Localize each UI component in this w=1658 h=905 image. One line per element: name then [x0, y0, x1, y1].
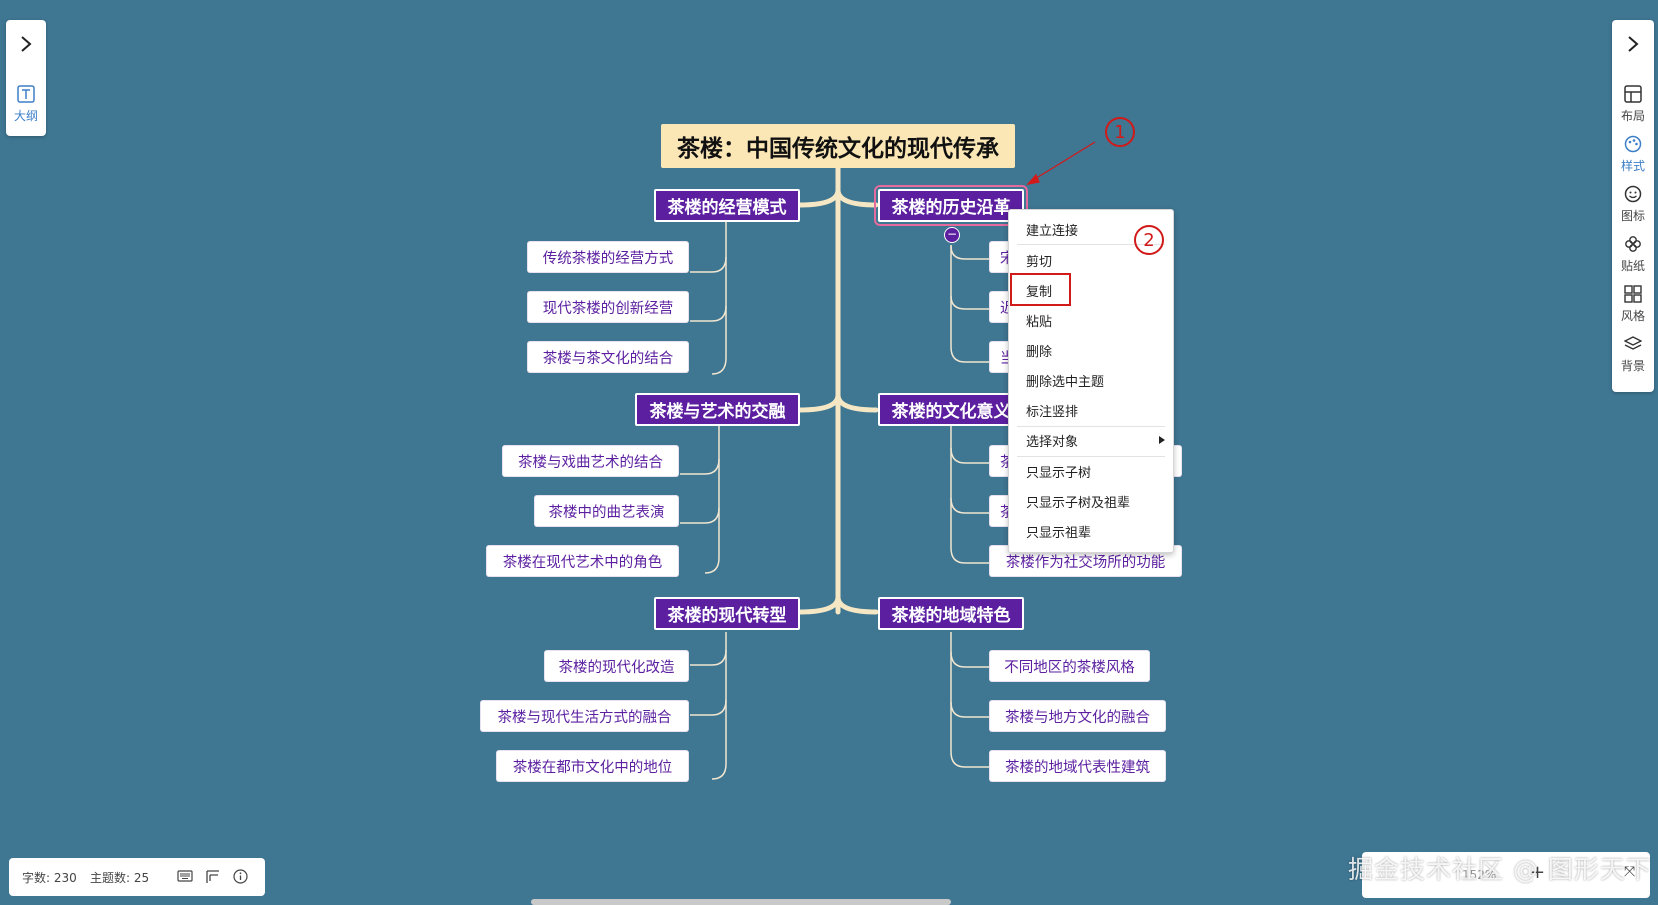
background-tool[interactable]: 背景 [1612, 334, 1654, 374]
menu-item-delete-selected[interactable]: 删除选中主题 [1026, 374, 1105, 390]
menu-item-vertical-label[interactable]: 标注竖排 [1026, 404, 1079, 420]
leaf-topic[interactable]: 传统茶楼的经营方式 [528, 242, 688, 272]
copy-highlight-box [1010, 273, 1071, 306]
grid-icon [1623, 284, 1643, 304]
menu-divider [1017, 456, 1165, 457]
branch-topic-art[interactable]: 茶楼与艺术的交融 [635, 393, 800, 426]
status-bar: 字数: 230 主题数: 25 [9, 858, 265, 896]
leaf-topic[interactable]: 茶楼中的曲艺表演 [535, 496, 678, 526]
horizontal-scrollbar[interactable] [531, 899, 951, 905]
watermark: 掘金技术社区 @ 图形天下 [1348, 855, 1652, 884]
branch-topic-modern[interactable]: 茶楼的现代转型 [654, 597, 800, 630]
branch-topic-regional[interactable]: 茶楼的地域特色 [878, 597, 1024, 630]
leaf-topic[interactable]: 茶楼在现代艺术中的角色 [487, 546, 678, 576]
left-panel: 大纲 [6, 20, 46, 136]
palette-icon [1623, 134, 1643, 154]
root-topic[interactable]: 茶楼：中国传统文化的现代传承 [661, 124, 1015, 168]
leaf-topic[interactable]: 现代茶楼的创新经营 [528, 292, 688, 322]
text-icon [16, 84, 36, 104]
icon-tool[interactable]: 图标 [1612, 184, 1654, 224]
menu-item-show-subtree-ancestors[interactable]: 只显示子树及祖辈 [1026, 495, 1131, 511]
format-icon[interactable] [206, 870, 220, 884]
info-icon[interactable] [233, 869, 248, 884]
layout-tool[interactable]: 布局 [1612, 84, 1654, 124]
word-count: 字数: 230 [22, 871, 77, 885]
menu-item-show-ancestors[interactable]: 只显示祖辈 [1026, 525, 1092, 541]
leaf-topic[interactable]: 茶楼与戏曲艺术的结合 [503, 446, 678, 476]
branch-topic-culture[interactable]: 茶楼的文化意义 [878, 393, 1024, 426]
chevron-right-icon [1628, 36, 1639, 52]
menu-item-cut[interactable]: 剪切 [1026, 254, 1053, 270]
leaf-topic[interactable]: 茶楼与茶文化的结合 [528, 342, 688, 372]
expand-right-panel-button[interactable] [1612, 20, 1654, 68]
layers-icon [1623, 334, 1643, 354]
menu-divider [1017, 244, 1165, 245]
sticker-icon [1623, 234, 1643, 254]
outline-label: 大纲 [13, 109, 38, 123]
leaf-topic[interactable]: 茶楼的地域代表性建筑 [990, 751, 1165, 781]
layout-icon [1623, 84, 1643, 104]
annotation-2: 2 [1134, 225, 1164, 255]
smiley-icon [1623, 184, 1643, 204]
annotation-1: 1 [1105, 117, 1135, 147]
menu-item-select-object[interactable]: 选择对象 [1009, 425, 1173, 455]
chevron-right-icon [21, 36, 32, 52]
leaf-topic[interactable]: 茶楼与现代生活方式的融合 [481, 701, 688, 731]
keyboard-icon[interactable] [177, 870, 193, 882]
fullscreen-icon[interactable]: ⤧ [1624, 864, 1636, 880]
right-panel: 布局 样式 图标 贴纸 风格 背景 [1612, 20, 1654, 392]
topic-count: 主题数: 25 [90, 871, 150, 885]
zoom-in-button[interactable]: + [1530, 862, 1546, 883]
menu-item-show-subtree[interactable]: 只显示子树 [1026, 465, 1092, 481]
branch-topic-business-model[interactable]: 茶楼的经营模式 [654, 189, 800, 222]
menu-item-create-link[interactable]: 建立连接 [1026, 223, 1079, 239]
theme-tool[interactable]: 风格 [1612, 284, 1654, 324]
expand-left-panel-button[interactable] [6, 20, 46, 68]
zoom-bar: 152% + ⤧ [1362, 852, 1650, 898]
submenu-arrow-icon [1159, 436, 1165, 444]
zoom-level: 152% [1462, 868, 1497, 882]
outline-button[interactable]: 大纲 [6, 84, 46, 124]
collapse-icon[interactable]: − [944, 227, 960, 243]
leaf-topic[interactable]: 茶楼在都市文化中的地位 [497, 751, 688, 781]
leaf-topic[interactable]: 不同地区的茶楼风格 [990, 651, 1149, 681]
context-menu: 建立连接 剪切 复制 粘贴 删除 删除选中主题 标注竖排 选择对象 只显示子树 … [1008, 209, 1174, 553]
branch-topic-history[interactable]: 茶楼的历史沿革 [874, 185, 1028, 226]
style-tool[interactable]: 样式 [1612, 134, 1654, 174]
sticker-tool[interactable]: 贴纸 [1612, 234, 1654, 274]
menu-item-delete[interactable]: 删除 [1026, 344, 1053, 360]
menu-divider [1017, 426, 1165, 427]
menu-item-paste[interactable]: 粘贴 [1026, 314, 1053, 330]
menu-item-copy[interactable]: 复制 [1026, 284, 1053, 300]
leaf-topic[interactable]: 茶楼的现代化改造 [545, 651, 688, 681]
leaf-topic[interactable]: 茶楼与地方文化的融合 [990, 701, 1165, 731]
